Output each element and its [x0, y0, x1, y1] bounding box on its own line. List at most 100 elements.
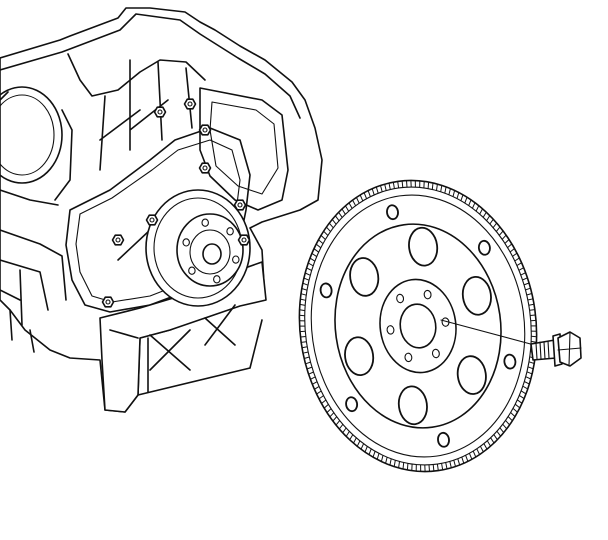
- ring-gear-tooth: [313, 248, 319, 253]
- crank-flange-bolt-hole: [182, 238, 190, 247]
- flexplate-small-hole: [319, 282, 333, 299]
- ring-gear-tooth: [436, 464, 439, 471]
- engine-deck-lower: [67, 53, 206, 97]
- ring-gear-tooth: [449, 461, 452, 468]
- flexplate-small-hole: [503, 353, 517, 370]
- block-mounting-bolts: [101, 98, 251, 308]
- block-bolt-hex: [153, 106, 167, 118]
- bolt-threads: [535, 340, 550, 360]
- skirt-bracing: [109, 304, 263, 396]
- flexplate-small-hole: [386, 204, 399, 221]
- ring-gear-tooth: [329, 412, 335, 418]
- ring-gear-tooth: [489, 218, 494, 225]
- block-bolt-center: [105, 299, 111, 305]
- ring-gear-tooth: [406, 463, 409, 470]
- flexplate-hub-bolt-hole: [404, 352, 413, 363]
- block-bolt-head: [198, 162, 212, 174]
- flexplate-hub-bolt-hole: [396, 293, 405, 304]
- ring-gear-tooth: [525, 376, 532, 380]
- block-bolt-center: [202, 165, 208, 171]
- ring-gear-tooth: [482, 211, 487, 218]
- bolt-threaded-shank: [530, 339, 557, 361]
- ring-gear-tooth: [332, 416, 338, 422]
- ring-gear-tooth: [348, 202, 353, 209]
- ring-gear-tooth: [331, 219, 337, 225]
- ring-gear-tooth: [388, 183, 391, 190]
- ring-gear-tooth: [492, 222, 498, 229]
- ring-gear-tooth: [448, 188, 451, 195]
- rear-cover-inner: [209, 101, 279, 195]
- block-bolt-center: [157, 109, 163, 115]
- ring-gear-tooth: [468, 199, 472, 206]
- block-bolt-hex: [198, 162, 212, 174]
- flexplate-center-bore: [399, 303, 437, 349]
- ring-gear-tooth: [341, 208, 346, 215]
- ring-gear-tooth: [307, 262, 314, 267]
- crank-bolt-holes: [182, 218, 240, 284]
- flexplate-hub-bolt-hole: [386, 325, 395, 335]
- ring-gear-tooth: [359, 194, 364, 202]
- ring-gear-tooth: [502, 423, 508, 430]
- ring-gear-tooth: [318, 239, 324, 244]
- ring-gear-tooth: [531, 340, 537, 343]
- ring-gear-tooth: [328, 222, 334, 229]
- ring-gear-tooth: [300, 298, 306, 301]
- ring-gear-tooth: [308, 371, 314, 375]
- ring-gear-tooth: [360, 443, 365, 450]
- ring-gear-tooth: [304, 356, 310, 359]
- ring-gear-tooth: [496, 430, 502, 437]
- ring-gear-tooth: [311, 252, 317, 258]
- flexplate-body-circle: [310, 194, 526, 458]
- block-bolt-center: [202, 127, 208, 133]
- ring-gear-tooth: [364, 446, 368, 453]
- ring-gear-tooth: [302, 282, 309, 286]
- ring-gear-tooth: [345, 431, 350, 437]
- ring-gear-tooth: [461, 456, 465, 464]
- crank-flange-bolt-hole: [232, 255, 240, 264]
- block-bolt-hex: [183, 98, 197, 110]
- ring-gear-tooth: [519, 394, 525, 400]
- ring-gear-tooth: [305, 361, 311, 365]
- ring-gear-tooth: [301, 288, 308, 291]
- ring-gear-tooth: [514, 403, 521, 409]
- ring-gear-tooth: [300, 293, 307, 296]
- ring-gear-tooth: [320, 235, 326, 240]
- ring-gear-tooth: [514, 257, 520, 262]
- ring-gear-tooth: [520, 390, 527, 395]
- crank-flange-bolt-hole: [213, 275, 221, 284]
- flexplate-small-hole: [437, 431, 450, 448]
- ring-gear-tooth: [393, 460, 396, 467]
- ring-gear-tooth: [323, 404, 329, 409]
- ring-gear-tooth: [479, 446, 484, 453]
- ring-gear-tooth: [302, 351, 309, 354]
- ring-gear-tooth: [520, 272, 526, 276]
- ring-gear-tooth: [299, 303, 306, 306]
- ring-gear-tooth: [384, 184, 387, 191]
- flexplate-mid-ring: [334, 223, 502, 429]
- ring-gear-tooth: [518, 267, 524, 271]
- flexplate-hub-ring: [379, 278, 457, 374]
- ring-gear-tooth: [522, 277, 528, 281]
- ring-gear-tooth: [527, 298, 534, 301]
- ring-gear-tooth: [316, 390, 322, 395]
- crank-flange-bolt-hole: [226, 227, 234, 236]
- ring-gear-tooth: [517, 399, 523, 404]
- flexplate-gear-root: [304, 186, 532, 466]
- flexplate-ring-gear: [299, 180, 537, 472]
- ring-gear-tooth: [380, 185, 383, 192]
- ring-gear-tooth: [507, 416, 513, 422]
- engine-block: [0, 7, 323, 413]
- ring-gear-tooth: [457, 458, 461, 466]
- ring-gear-tooth: [479, 208, 484, 215]
- ring-gear-tooth: [436, 184, 438, 191]
- cylinder-bore: [0, 86, 63, 184]
- flywheel-bolt: [530, 331, 582, 367]
- ring-gear-tooth: [321, 399, 327, 404]
- flexplate-large-hole: [397, 385, 428, 426]
- ring-gear-tooth: [334, 215, 340, 222]
- ring-gear-tooth: [472, 450, 477, 458]
- block-bolt-head: [145, 214, 159, 226]
- ring-gear-tooth: [306, 366, 313, 370]
- flexplate-small-hole: [477, 239, 491, 256]
